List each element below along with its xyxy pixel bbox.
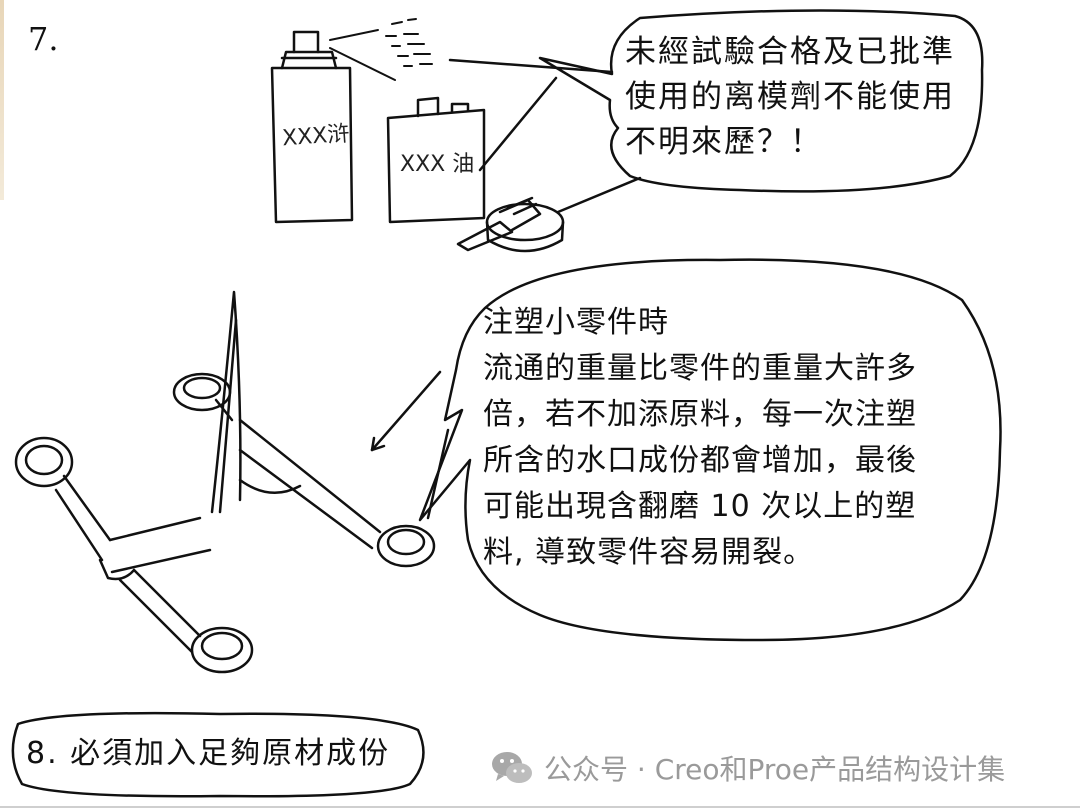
explanation-line: 注塑小零件時 xyxy=(483,305,669,340)
arrow-head-1 xyxy=(370,436,386,452)
pointer-line-oil xyxy=(478,76,558,172)
warning-bubble-text: 未經試驗合格及已批準 使用的离模劑不能使用 不明來歷？！ xyxy=(625,30,955,165)
pointer-line-spray xyxy=(448,58,614,74)
warning-line: 未經試驗合格及已批準 xyxy=(625,34,955,70)
explanation-line: 可能出現含翻磨 10 次以上的塑 xyxy=(483,489,917,524)
brush-and-tin-drawing xyxy=(456,196,565,253)
warning-line: 使用的离模劑不能使用 xyxy=(625,79,955,115)
spray-mist xyxy=(329,18,433,81)
section-number: 7. xyxy=(28,20,59,58)
next-section-note: 8. 必須加入足夠原材成份 xyxy=(26,736,391,771)
spray-can-label: XXX浒 xyxy=(281,121,351,152)
explanation-line: 料, 導致零件容易開裂。 xyxy=(483,535,815,570)
pointer-arrow-1 xyxy=(370,370,442,452)
explanation-line: 倍，若不加添原料，每一次注塑 xyxy=(483,397,917,432)
watermark-text: 公众号 · Creo和Proe产品结构设计集 xyxy=(544,753,1006,786)
explanation-line: 流通的重量比零件的重量大許多 xyxy=(483,351,917,386)
watermark: 公众号 · Creo和Proe产品结构设计集 xyxy=(490,748,1005,788)
pointer-line-brush xyxy=(556,176,642,214)
oil-can-drawing xyxy=(386,96,486,224)
spray-can-drawing xyxy=(270,30,354,224)
explanation-line: 所含的水口成份都會增加，最後 xyxy=(483,443,917,478)
explanation-bubble-text: 注塑小零件時 流通的重量比零件的重量大許多 倍，若不加添原料，每一次注塑 所含的… xyxy=(483,300,917,576)
left-edge-strip xyxy=(0,0,4,200)
wechat-icon xyxy=(492,752,532,783)
warning-line: 不明來歷？！ xyxy=(625,124,823,160)
footer-bubble xyxy=(11,711,425,798)
runner-sprue-drawing xyxy=(14,290,436,674)
oil-can-label: XXX 油 xyxy=(400,152,475,177)
speech-bubble-top xyxy=(538,9,984,193)
bottom-divider xyxy=(0,806,1080,808)
pointer-arrow-2 xyxy=(426,428,450,520)
speech-bubble-main xyxy=(418,258,1002,642)
